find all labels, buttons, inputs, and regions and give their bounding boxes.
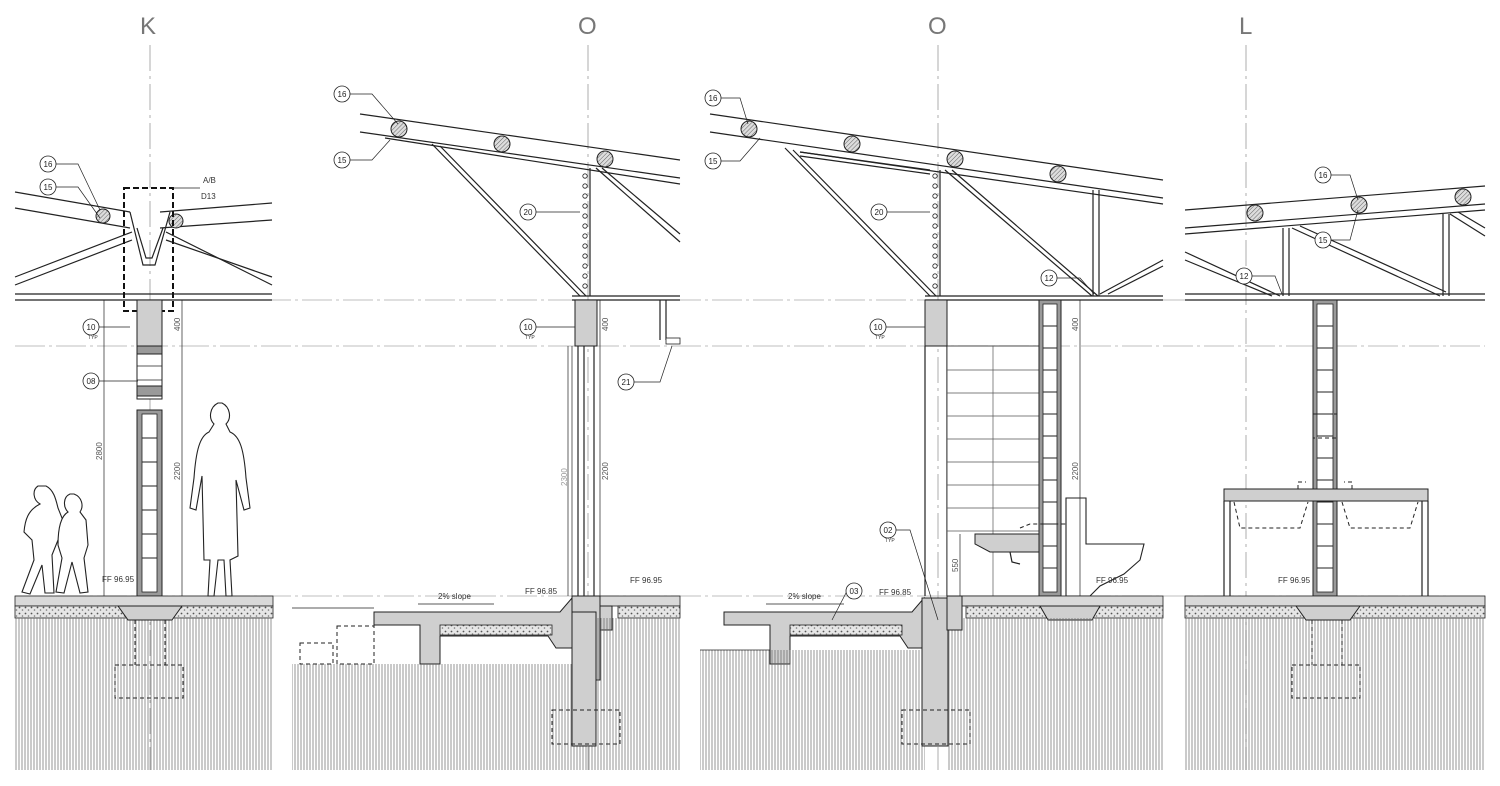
slope-o1: 2% slope bbox=[438, 592, 471, 601]
detail-ref-bottom: D13 bbox=[201, 192, 216, 201]
detail-ref-top: A/B bbox=[203, 176, 216, 185]
tag-circle bbox=[333, 85, 351, 103]
tag-circle bbox=[82, 318, 100, 336]
tag-circle bbox=[879, 521, 897, 539]
ff-level-k: FF 96.95 bbox=[102, 575, 135, 584]
tag-15-o2: 15 bbox=[709, 157, 718, 166]
dim-550-o2: 550 bbox=[951, 558, 960, 572]
tag-20-o1: 20 bbox=[524, 208, 533, 217]
tag-20-o2: 20 bbox=[875, 208, 884, 217]
tag-circle bbox=[519, 318, 537, 336]
tag-circle bbox=[1235, 267, 1253, 285]
panel-o-1 bbox=[292, 113, 681, 770]
tag-circle bbox=[1314, 231, 1332, 249]
tag-10-k: 10 bbox=[87, 323, 96, 332]
typ-k: TYP bbox=[88, 335, 98, 341]
tag-02-o2: 02 bbox=[884, 526, 893, 535]
tag-03-o2: 03 bbox=[850, 587, 859, 596]
ff-level-l: FF 96.95 bbox=[1278, 576, 1311, 585]
dim-2200-o1: 2200 bbox=[601, 462, 610, 480]
typ-o2-b: TYP bbox=[885, 538, 895, 544]
dim-2300-o1: 2300 bbox=[560, 468, 569, 486]
ff-level-o2-b: FF 96.95 bbox=[1096, 576, 1129, 585]
tag-16-l: 16 bbox=[1319, 171, 1328, 180]
tag-circle bbox=[617, 373, 635, 391]
tag-21-o1: 21 bbox=[622, 378, 631, 387]
slope-o2: 2% slope bbox=[788, 592, 821, 601]
tag-15-o1: 15 bbox=[338, 156, 347, 165]
grid-label-k: K bbox=[140, 13, 156, 40]
tag-circle bbox=[869, 318, 887, 336]
typ-o1: TYP bbox=[525, 335, 535, 341]
tag-15-k: 15 bbox=[44, 183, 53, 192]
dim-400-o1: 400 bbox=[601, 317, 610, 331]
typ-o2: TYP bbox=[875, 335, 885, 341]
tag-16-k: 16 bbox=[44, 160, 53, 169]
tag-12-l: 12 bbox=[1240, 272, 1249, 281]
grid-label-l: L bbox=[1239, 13, 1252, 40]
panel-l bbox=[1184, 185, 1486, 770]
ff-level-o1-b: FF 96.95 bbox=[630, 576, 663, 585]
grid-label-o-1: O bbox=[578, 13, 597, 40]
ff-level-o2-a: FF 96.85 bbox=[879, 588, 912, 597]
tag-circle bbox=[519, 203, 537, 221]
tag-circle bbox=[704, 152, 722, 170]
tag-circle bbox=[704, 89, 722, 107]
tag-circle bbox=[82, 372, 100, 390]
panel-o-2 bbox=[700, 113, 1164, 770]
tag-circle bbox=[39, 178, 57, 196]
tag-circle bbox=[1314, 166, 1332, 184]
tag-16-o1: 16 bbox=[338, 90, 347, 99]
tag-12-o2: 12 bbox=[1045, 274, 1054, 283]
tag-leaders bbox=[56, 93, 1359, 621]
ff-level-o1-a: FF 96.85 bbox=[525, 587, 558, 596]
tag-16-o2: 16 bbox=[709, 94, 718, 103]
panel-k bbox=[14, 187, 274, 770]
tag-circle bbox=[333, 151, 351, 169]
grid-label-o-2: O bbox=[928, 13, 947, 40]
tag-15-l: 15 bbox=[1319, 236, 1328, 245]
dim-2200-k: 2200 bbox=[173, 462, 182, 480]
dim-400-o2: 400 bbox=[1071, 317, 1080, 331]
dim-400-k: 400 bbox=[173, 317, 182, 331]
tag-10-o1: 10 bbox=[524, 323, 533, 332]
tag-circle bbox=[1040, 269, 1058, 287]
tag-circle bbox=[845, 582, 863, 600]
dim-2200-o2: 2200 bbox=[1071, 462, 1080, 480]
tag-10-o2: 10 bbox=[874, 323, 883, 332]
dim-2800-k: 2800 bbox=[95, 442, 104, 460]
tag-08-k: 08 bbox=[87, 377, 96, 386]
tag-circle bbox=[39, 155, 57, 173]
tag-circle bbox=[870, 203, 888, 221]
